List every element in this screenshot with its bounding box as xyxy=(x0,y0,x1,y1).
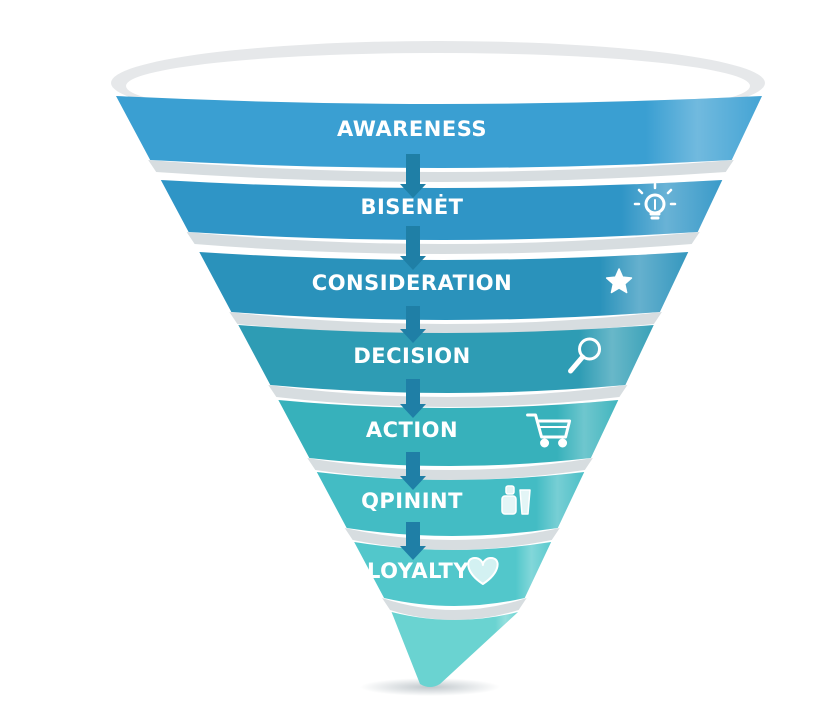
lightbulb-icon xyxy=(633,182,677,220)
stage-divider xyxy=(382,598,527,620)
funnel-labels: AWARENESS BISENĖT CONSIDERATION DECISION ACT… xyxy=(312,117,512,583)
connector-shaft xyxy=(406,522,420,548)
stage-divider xyxy=(268,385,628,407)
connector-arrow xyxy=(400,329,426,343)
stage-divider xyxy=(344,528,560,550)
connector-shaft xyxy=(406,452,420,478)
magnifier-icon xyxy=(568,337,602,374)
funnel-connectors xyxy=(400,154,426,560)
stage-divider xyxy=(148,160,734,182)
stage-label: LOYALTY xyxy=(367,559,469,583)
stage-label: CONSIDERATION xyxy=(312,271,512,295)
funnel-icons xyxy=(467,182,677,585)
stage-gloss xyxy=(238,325,654,393)
stage-divider xyxy=(307,458,593,480)
connector-shaft xyxy=(406,154,420,186)
stage-gloss xyxy=(116,96,762,168)
star-icon xyxy=(605,268,633,294)
stage-label: AWARENESS xyxy=(337,117,487,141)
stage-gloss xyxy=(391,612,519,687)
stage-label: ACTION xyxy=(366,418,458,442)
stage-gloss xyxy=(160,180,723,240)
drink-icon xyxy=(501,485,531,515)
stage-label: QPININT xyxy=(361,489,463,513)
connector-shaft xyxy=(406,379,420,406)
stage-divider xyxy=(186,232,700,254)
stage-gloss xyxy=(316,472,585,536)
stage-label: BISENĖT xyxy=(360,194,463,219)
funnel-stages xyxy=(116,96,762,687)
connector-shaft xyxy=(406,226,420,258)
connector-arrow xyxy=(400,184,426,198)
connector-arrow xyxy=(400,256,426,270)
connector-arrow xyxy=(400,476,426,490)
stage-gloss xyxy=(199,252,689,320)
connector-shaft xyxy=(406,306,420,331)
stage-label: DECISION xyxy=(353,344,470,368)
stage-divider xyxy=(229,312,662,334)
connector-arrow xyxy=(400,404,426,418)
heart-icon xyxy=(467,557,499,585)
connector-arrow xyxy=(400,546,426,560)
stage-gloss xyxy=(354,542,552,606)
shopping-cart-icon xyxy=(526,413,572,448)
